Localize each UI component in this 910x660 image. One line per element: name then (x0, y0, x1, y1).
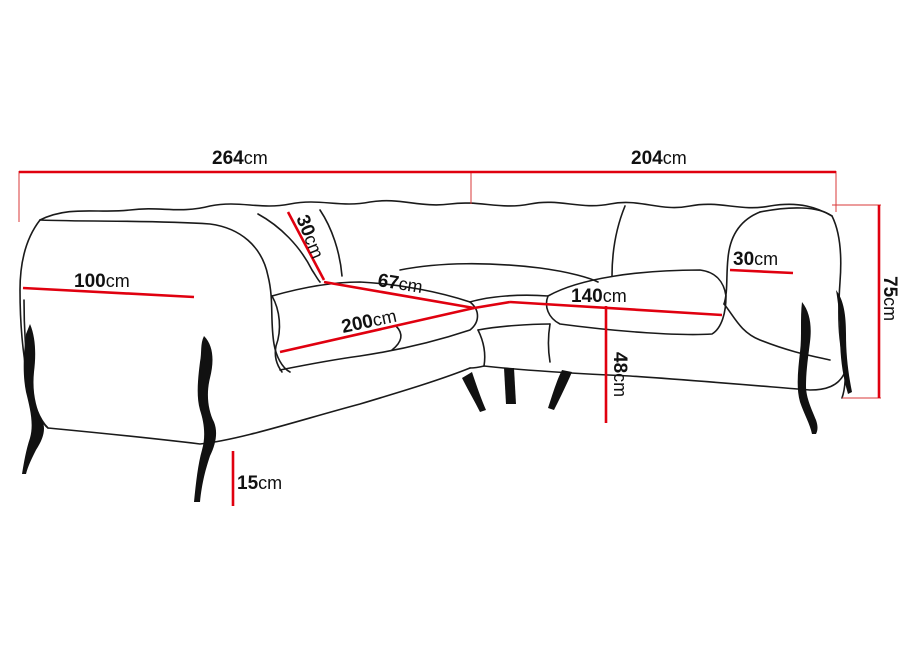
leg-back-right (836, 290, 852, 394)
dim-line-corner (473, 300, 511, 310)
leg-front-left-back (22, 324, 44, 474)
label-67: 67cm (376, 270, 424, 298)
sofa-outline (19, 199, 847, 445)
label-100: 100cm (74, 271, 130, 292)
dim-line-140 (509, 300, 723, 317)
dim-line-100 (22, 286, 195, 299)
dim-line-200 (279, 306, 475, 354)
label-15: 15cm (237, 473, 282, 494)
sofa-legs (22, 290, 852, 502)
leg-corner-center (504, 368, 516, 404)
extension-lines (18, 171, 881, 399)
dim-line-30-left (286, 211, 326, 281)
leg-front-left (194, 336, 217, 502)
label-30-right: 30cm (733, 249, 778, 270)
label-48: 48cm (609, 352, 630, 397)
label-200: 200cm (340, 306, 399, 338)
dim-line-67 (323, 280, 475, 310)
dim-line-30-right (729, 268, 794, 275)
leg-corner-right (548, 370, 572, 410)
label-204: 204cm (631, 148, 687, 169)
label-264: 264cm (212, 148, 268, 169)
label-30-left: 30cm (291, 212, 327, 262)
dimension-lines (19, 170, 881, 506)
label-75: 75cm (879, 276, 900, 321)
leg-corner-left (462, 372, 486, 412)
label-140: 140cm (571, 286, 627, 307)
dimension-labels: 264cm 204cm 30cm 100cm 67cm 200cm 140cm … (74, 148, 900, 494)
leg-front-right (797, 302, 818, 434)
